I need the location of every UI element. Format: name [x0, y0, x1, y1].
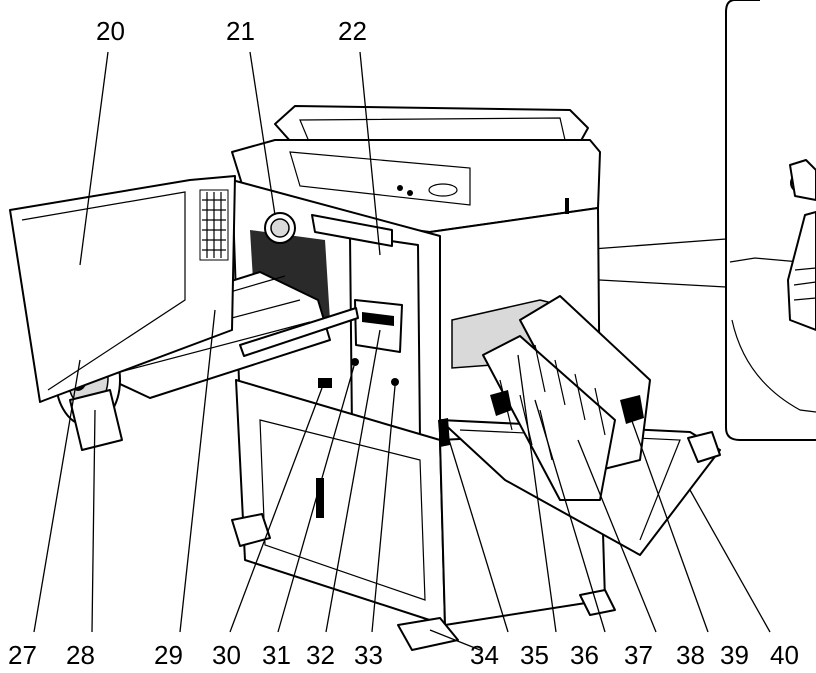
callout-29: 29: [154, 640, 183, 670]
leader-28: [91, 409, 96, 633]
callout-21: 21: [226, 16, 255, 46]
leader-36: [517, 354, 557, 633]
leader-27: [33, 359, 81, 633]
callout-38: 38: [676, 640, 705, 670]
callout-37: 37: [624, 640, 653, 670]
leader-21: [249, 51, 276, 216]
callout-30: 30: [212, 640, 241, 670]
callout-22: 22: [338, 16, 367, 46]
leader-34: [429, 629, 481, 651]
callout-36: 36: [570, 640, 599, 670]
leader-39: [627, 409, 709, 633]
leader-31: [277, 365, 355, 633]
leader-33: [371, 385, 396, 633]
leader-22: [359, 51, 381, 256]
inset-mechanism-drawing: [787, 159, 816, 331]
leader-29: [179, 309, 216, 633]
leader-35: [445, 429, 509, 633]
leader-20: [79, 51, 109, 266]
leader-40: [689, 489, 771, 633]
control-panel: [289, 151, 471, 206]
callout-27: 27: [8, 640, 37, 670]
callout-40: 40: [770, 640, 799, 670]
leader-30: [229, 387, 323, 633]
caster-foot: [397, 617, 459, 651]
paper-receiving-tray: [438, 295, 721, 556]
leader-37: [534, 399, 606, 633]
leader-38: [577, 439, 657, 633]
callout-39: 39: [720, 640, 749, 670]
callout-28: 28: [66, 640, 95, 670]
paper-guide-front: [482, 335, 616, 501]
leader-32: [325, 329, 381, 633]
front-door: [9, 175, 236, 403]
callout-labels: 20 21 22 27 28 29 30 31 32 33 34 35 36 3…: [8, 16, 799, 670]
detail-inset: [725, 0, 816, 441]
callout-33: 33: [354, 640, 383, 670]
leader-lines: [33, 51, 771, 651]
callout-32: 32: [306, 640, 335, 670]
callout-34: 34: [470, 640, 499, 670]
callout-31: 31: [262, 640, 291, 670]
callout-35: 35: [520, 640, 549, 670]
callout-20: 20: [96, 16, 125, 46]
